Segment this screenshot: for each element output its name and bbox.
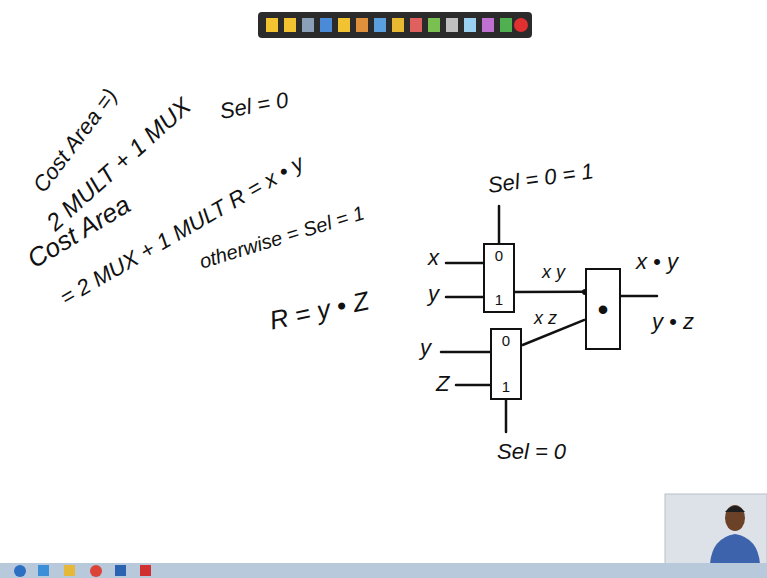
handwritten-note: Sel = 0 = 1 bbox=[486, 159, 595, 199]
handwritten-note: Sel = 0 bbox=[218, 88, 290, 125]
handwritten-note: y bbox=[420, 335, 431, 360]
wire-label: x y bbox=[540, 262, 567, 283]
mux-box: 01 bbox=[483, 243, 515, 313]
input-index: 1 bbox=[495, 292, 503, 309]
presenter-video bbox=[665, 494, 767, 564]
wires bbox=[441, 206, 657, 432]
signal-wire bbox=[515, 291, 585, 294]
wire-label: x z bbox=[532, 308, 559, 329]
handwritten-note: Sel = 0 bbox=[497, 439, 566, 464]
handwritten-note: x • y bbox=[636, 249, 678, 274]
mux-box: 01 bbox=[490, 328, 522, 400]
handwritten-note: Z bbox=[436, 371, 449, 396]
taskbar bbox=[0, 563, 767, 578]
handwritten-note: y bbox=[428, 281, 439, 306]
input-index: 0 bbox=[502, 333, 510, 350]
handwritten-note: y • z bbox=[652, 309, 694, 334]
input-index: 0 bbox=[495, 248, 503, 265]
input-index: 1 bbox=[502, 379, 510, 396]
operator-symbol: • bbox=[598, 293, 609, 326]
handwritten-note: R = y • Z bbox=[267, 286, 372, 336]
toolbar bbox=[258, 12, 532, 38]
handwritten-note: x bbox=[428, 245, 439, 270]
toolbar-icons bbox=[266, 18, 528, 32]
multiplier-box: • bbox=[585, 268, 621, 350]
